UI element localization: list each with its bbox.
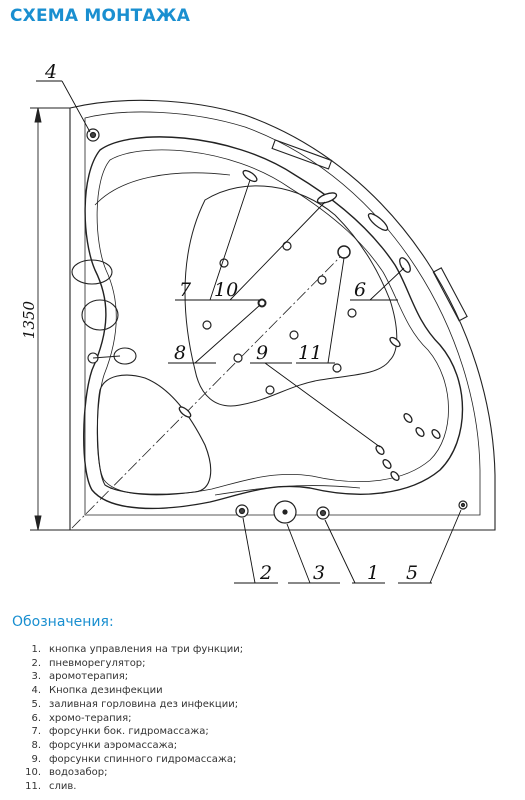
installation-diagram: 1350 <box>20 61 496 584</box>
page-title: СХЕМА МОНТАЖА <box>10 6 191 26</box>
pillow-lower <box>81 299 119 331</box>
back-jet <box>403 413 413 423</box>
legend-item: 5.заливная горловина дез инфекции; <box>31 698 239 710</box>
back-jet <box>382 459 392 469</box>
side-jet <box>316 192 338 204</box>
legend-item: 7.форсунки бок. гидромассажа; <box>31 726 209 738</box>
air-jet <box>265 385 275 395</box>
grab-handle <box>271 139 333 170</box>
legend-item: 3.аромотерапия; <box>31 671 129 683</box>
legend-item: 8.форсунки аэромассажа; <box>31 739 178 751</box>
legend-item: 1.кнопка управления на три функции; <box>31 644 244 655</box>
basin-inner <box>96 149 449 496</box>
legend-item: 2.пневморегулятор; <box>31 657 146 669</box>
legend-item: 11.слив. <box>25 781 77 793</box>
basin-outline <box>83 136 464 510</box>
callout-9: 9 <box>256 342 268 364</box>
back-jet <box>375 445 385 455</box>
lounger-seat <box>96 374 212 495</box>
back-jet <box>431 429 441 439</box>
legend-item: 6.хромо-терапия; <box>31 712 132 724</box>
callout-7: 7 <box>179 279 192 301</box>
back-jet <box>415 427 425 437</box>
legend-item: 4.Кнопка дезинфекции <box>31 685 163 697</box>
bathtub-rim <box>84 111 481 516</box>
legend-title: Обозначения: <box>12 614 114 630</box>
bathtub-outline <box>69 99 496 531</box>
air-jet <box>282 241 292 251</box>
symmetry-axis <box>71 251 346 529</box>
callout-5: 5 <box>406 562 418 584</box>
air-jet <box>202 320 212 330</box>
side-jet <box>242 169 258 183</box>
callout-11: 11 <box>298 342 322 364</box>
callout-10: 10 <box>214 279 238 301</box>
side-handle <box>432 267 468 322</box>
air-jet <box>317 275 327 285</box>
callout-1: 1 <box>367 562 379 584</box>
legend-item: 9.форсунки спинного гидромассажа; <box>31 753 237 765</box>
legend-list: 1.кнопка управления на три функции; 2.пн… <box>0 643 243 794</box>
air-jet <box>233 353 243 363</box>
callout-3: 3 <box>313 562 325 584</box>
callout-4: 4 <box>44 61 57 83</box>
air-jet <box>289 330 299 340</box>
back-jet <box>390 471 400 481</box>
side-jet <box>389 336 401 348</box>
dimension-label: 1350 <box>20 300 38 339</box>
callout-8: 8 <box>174 342 186 364</box>
callout-2: 2 <box>259 562 272 584</box>
side-jet <box>367 213 389 231</box>
drain <box>337 245 351 259</box>
callout-6: 6 <box>354 279 366 301</box>
air-jet <box>347 308 357 318</box>
side-jet <box>178 406 192 418</box>
air-jet <box>332 363 342 373</box>
front-channel <box>214 485 361 496</box>
chromotherapy-light <box>399 257 411 273</box>
aeromassage-jet <box>257 298 267 308</box>
legend-item: 10.водозабор; <box>25 767 108 779</box>
pillow-upper <box>71 259 113 285</box>
